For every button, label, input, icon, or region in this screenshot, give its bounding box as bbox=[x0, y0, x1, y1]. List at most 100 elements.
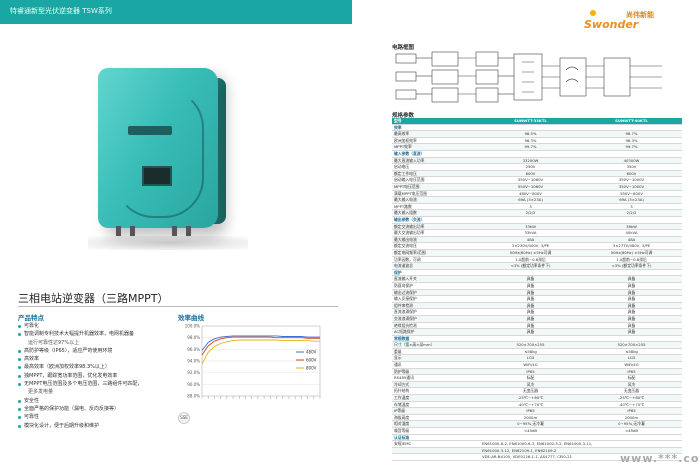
spec-label: 常规数据 bbox=[392, 335, 480, 343]
inverter-shadow bbox=[88, 236, 248, 250]
spec-value-33ktl: 250V bbox=[480, 163, 581, 171]
spec-value-33ktl: -40℃~+70℃ bbox=[480, 401, 581, 409]
feature-item: 独MPPT，跟踪宽功率范围，优化发电效率 bbox=[18, 372, 156, 380]
spec-row: 效率 bbox=[392, 124, 682, 132]
y-tick-label: 88.0% bbox=[187, 394, 200, 399]
spec-value-40ktl: -40℃~+70℃ bbox=[581, 401, 682, 409]
spec-row: 绝缘阻抗检测具备具备 bbox=[392, 322, 682, 330]
spec-row: 直流输入开关具备具备 bbox=[392, 275, 682, 283]
spec-value-33ktl: 风冷 bbox=[480, 381, 581, 389]
spec-label: 额定交流输出功率 bbox=[392, 223, 480, 231]
feature-item: 最高效率（欧洲加权效率98.3%以上） bbox=[18, 363, 156, 371]
spec-label: 组件串检测 bbox=[392, 302, 480, 310]
spec-label: 噪音等级 bbox=[392, 427, 480, 435]
spec-value-40ktl: 具备 bbox=[581, 322, 682, 330]
spec-value-40ktl bbox=[581, 335, 682, 343]
spec-value-33ktl: 标配 bbox=[480, 374, 581, 382]
spec-value-33ktl: IP65 bbox=[480, 368, 581, 376]
spec-value-33ktl: 无变压器 bbox=[480, 387, 581, 396]
spec-label: 认证标准 bbox=[392, 434, 480, 442]
spec-value-40ktl: ≤58kg bbox=[581, 348, 682, 356]
spec-value-33ktl: 具备 bbox=[480, 322, 581, 330]
spec-value-33ktl: <45dB bbox=[480, 427, 581, 435]
circuit-diagram bbox=[395, 51, 662, 103]
spec-label: 保护 bbox=[392, 269, 480, 277]
spec-value-40ktl bbox=[581, 124, 682, 132]
spec-value-33ktl bbox=[480, 124, 581, 132]
spec-label: 最高效率 bbox=[392, 130, 480, 138]
spec-value-40ktl: 具备 bbox=[581, 275, 682, 283]
spec-value-40ktl: 2/2/2 bbox=[581, 209, 682, 217]
spec-value-40ktl: 550V~800V bbox=[581, 190, 682, 198]
spec-value-40ktl: 48A bbox=[581, 236, 682, 244]
spec-row: 输出参数（交流） bbox=[392, 216, 682, 224]
spec-value-40ktl: 350V~1000V bbox=[581, 183, 682, 191]
spec-label: 冷却方式 bbox=[392, 381, 480, 389]
spec-value-33ktl bbox=[480, 269, 581, 277]
spec-value-40ktl: IP65 bbox=[581, 368, 682, 376]
spec-heading: 规格参数 bbox=[392, 113, 415, 119]
efficiency-chart: 100.0%98.0%96.0%94.0%92.0%90.0%88.0%480V… bbox=[176, 320, 326, 410]
spec-row: VDE-AR-N4105, VDE0126-1-1, AS4777, CEI0-… bbox=[392, 453, 682, 461]
spec-value-40ktl: 36kW bbox=[581, 223, 682, 231]
spec-label: 最大输入电流 bbox=[392, 196, 480, 204]
spec-value-33ktl: 具备 bbox=[480, 315, 581, 323]
spec-label: 额定电网频率/范围 bbox=[392, 249, 480, 257]
spec-value-33ktl: 2000m bbox=[480, 414, 581, 422]
spec-label: 满载MPPT电压范围 bbox=[392, 190, 480, 198]
spec-value-33ktl: 具备 bbox=[480, 308, 581, 316]
spec-value-40ktl: LCD bbox=[581, 354, 682, 363]
efficiency-chart-svg: 100.0%98.0%96.0%94.0%92.0%90.0%88.0%480V… bbox=[185, 324, 321, 399]
series-line-600V bbox=[201, 336, 320, 356]
spec-value-40ktl: 3 bbox=[581, 203, 682, 211]
spec-row: 组件串检测具备具备 bbox=[392, 302, 682, 310]
spec-row: 交流浪涌保护具备具备 bbox=[392, 315, 682, 323]
spec-row: EN61000-3-12, EN62109-1, EN62109-2 bbox=[392, 447, 682, 455]
watermark: www.***.com bbox=[620, 452, 700, 465]
series-banner-text: 特睿通新型光伏逆变器 TSW系列 bbox=[10, 7, 112, 15]
spec-value-33ktl: 480V~800V bbox=[480, 190, 581, 198]
spec-label: 输入反接保护 bbox=[392, 295, 480, 303]
spec-value-40ktl: 69A (3×23A) bbox=[581, 196, 682, 204]
features-heading: 产品特点 bbox=[18, 314, 44, 322]
spec-row: 工作温度-25℃~+60℃-25℃~+60℃ bbox=[392, 394, 682, 402]
spec-row: 存储温度-40℃~+70℃-40℃~+70℃ bbox=[392, 401, 682, 409]
spec-label: 最大输入组数 bbox=[392, 209, 480, 217]
efficiency-heading: 效率曲线 bbox=[178, 314, 204, 322]
spec-label: 通讯 bbox=[392, 361, 480, 369]
spec-value-33ktl: 520×700×255 bbox=[480, 341, 581, 349]
spec-row: 噪音等级<45dB<45dB bbox=[392, 427, 682, 435]
spec-label: 显示 bbox=[392, 354, 480, 363]
spec-value-40ktl bbox=[581, 434, 682, 442]
feature-item: 可靠化 bbox=[18, 322, 156, 330]
spec-value-40ktl: 520×700×255 bbox=[581, 341, 682, 349]
spec-value-33ktl: 具备 bbox=[480, 328, 581, 336]
y-tick-label: 92.0% bbox=[187, 370, 200, 375]
spec-value-40ktl: 具备 bbox=[581, 308, 682, 316]
title-divider bbox=[18, 306, 338, 307]
spec-label: 最大直流输入功率 bbox=[392, 157, 480, 165]
spec-value-33ktl: 具备 bbox=[480, 289, 581, 297]
spec-value-40ktl: WiFi/4G bbox=[581, 361, 682, 369]
spec-value-40ktl: 具备 bbox=[581, 328, 682, 336]
spec-value-40ktl: 98.7% bbox=[581, 130, 682, 138]
spec-label: 输出过流保护 bbox=[392, 289, 480, 297]
spec-label: 功率因数，可调 bbox=[392, 256, 480, 264]
spec-label: 最大输出电流 bbox=[392, 236, 480, 244]
